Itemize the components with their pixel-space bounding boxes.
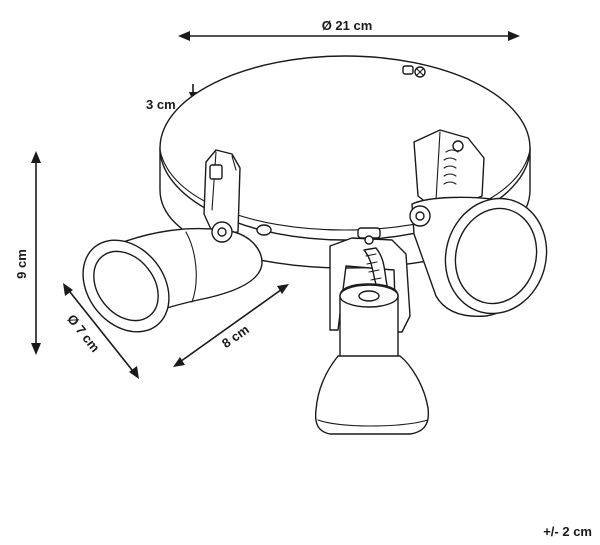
shade-length-label: 8 cm [219, 322, 252, 351]
center-spotlight [314, 227, 430, 435]
total-height-dimension: 9 cm [14, 151, 41, 355]
right-spotlight [409, 129, 548, 317]
left-spotlight [82, 149, 263, 333]
shade-diameter-label: Ø 7 cm [64, 312, 103, 355]
diameter-base-label: Ø 21 cm [322, 18, 373, 33]
base-height-label: 3 cm [146, 97, 176, 112]
total-height-label: 9 cm [14, 249, 29, 279]
tolerance-label: +/- 2 cm [543, 524, 592, 539]
diameter-dimension: Ø 21 cm [178, 18, 520, 41]
